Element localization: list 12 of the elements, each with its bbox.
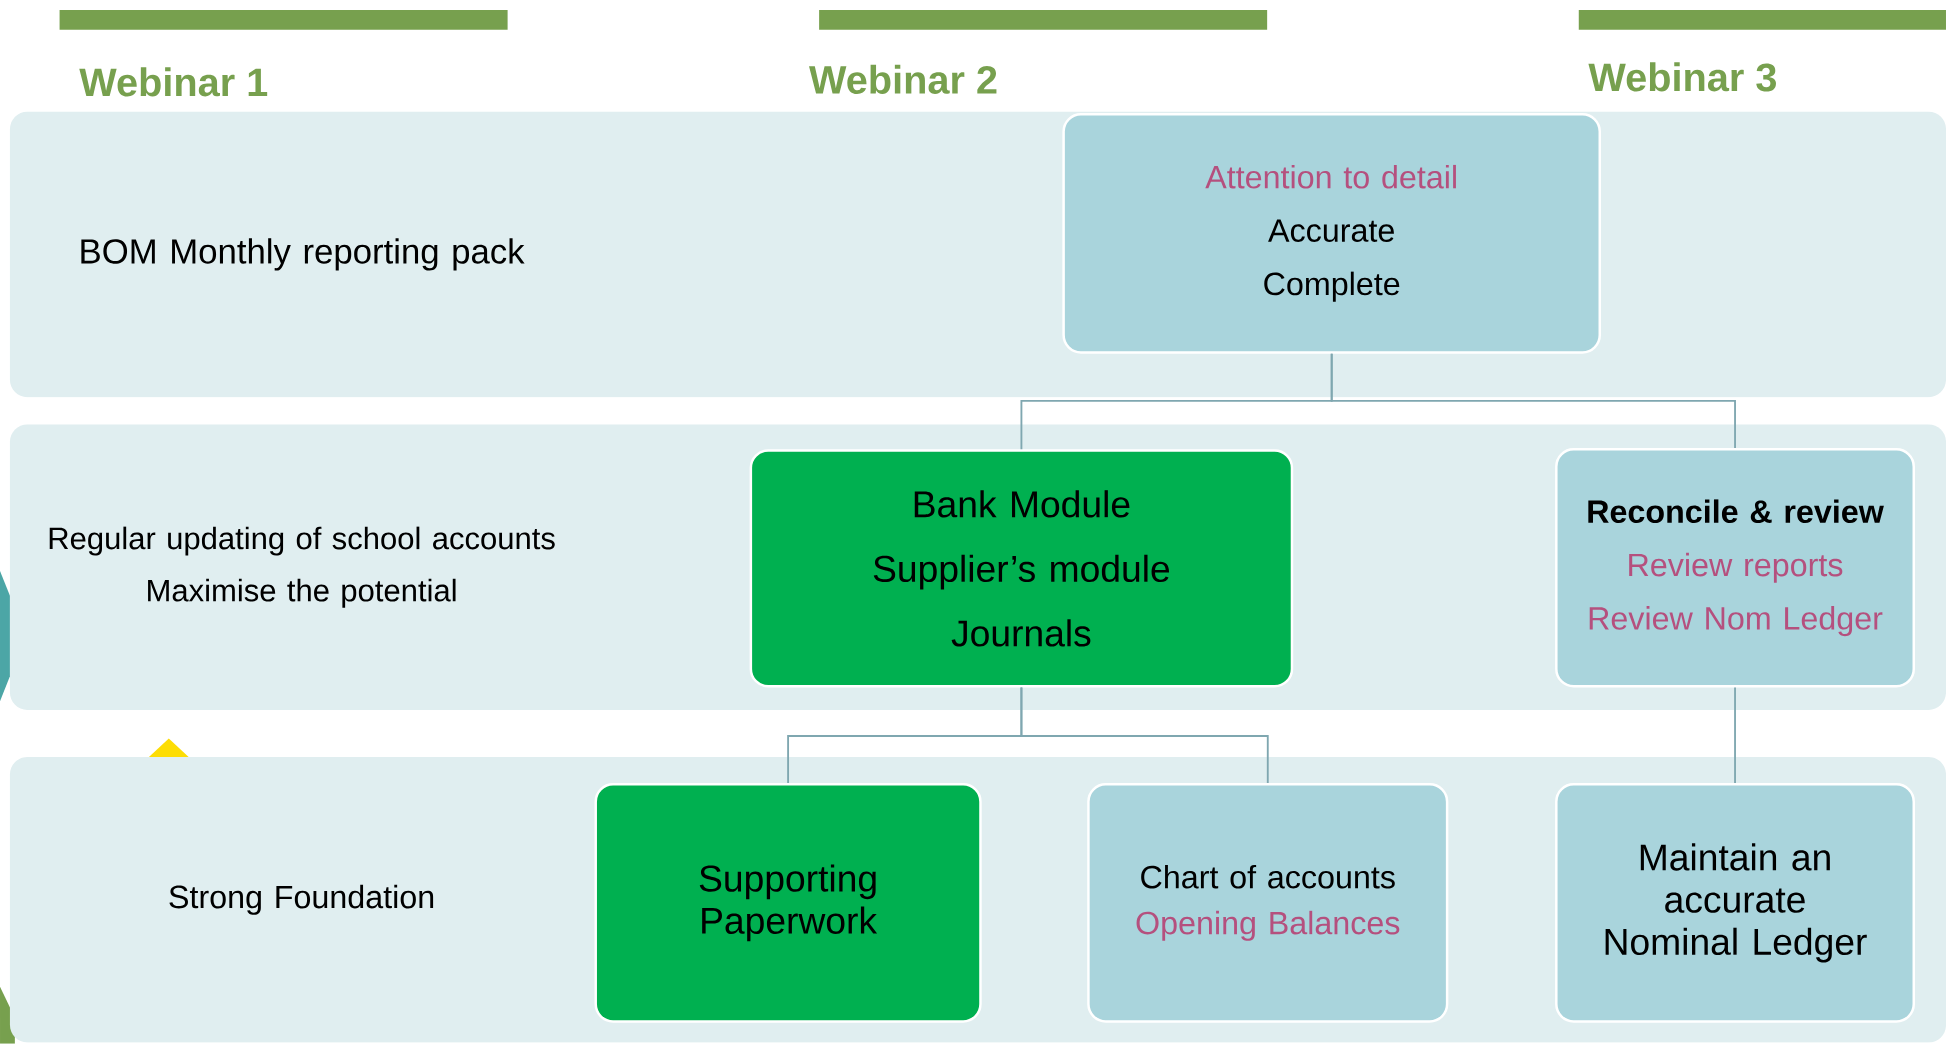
topic-box: Reconcile & review Review reports Review Nom Ledger [1555,448,1915,688]
module-box: Bank Module Supplier’s module Journals [749,449,1294,688]
topic-box: Chart of accounts Opening Balances [1087,783,1449,1023]
connector-line [1734,686,1736,785]
webinar-heading: Webinar 1 [79,67,268,97]
topic-box: Maintain an accurate Nominal Ledger [1555,783,1915,1023]
connector-line [1020,686,1269,785]
webinar-heading: Webinar 3 [1588,62,1776,92]
webinar-heading: Webinar 2 [809,64,997,95]
module-box: Supporting Paperwork [594,783,982,1023]
topic-box: Attention to detail Accurate Complete [1062,113,1601,354]
connector-line [1330,352,1736,450]
